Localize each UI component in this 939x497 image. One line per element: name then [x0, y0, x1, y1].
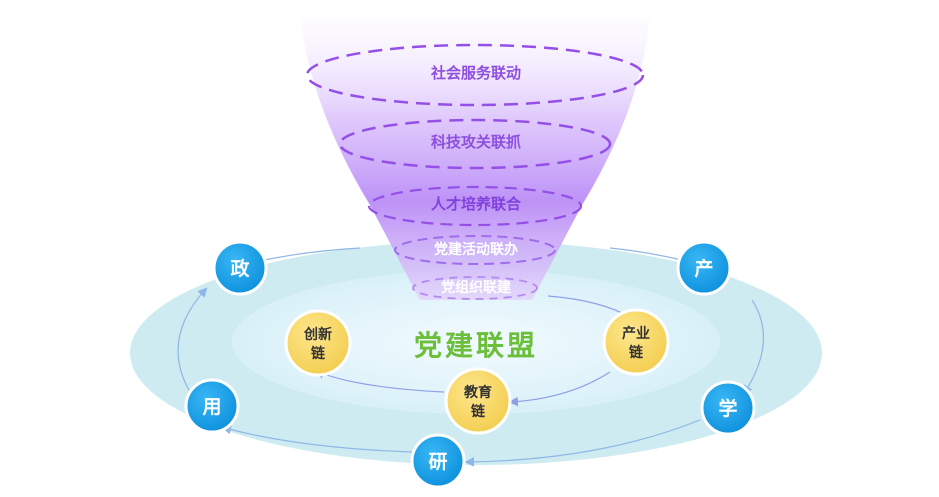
chain-chuangxin: 创新 链	[284, 309, 352, 377]
funnel-ring-5	[412, 276, 538, 300]
node-label: 产	[694, 257, 713, 280]
chain-label-line2: 链	[629, 344, 644, 361]
node-xue: 学	[700, 380, 756, 436]
outer-arrow-to-xue	[743, 299, 765, 396]
node-yan: 研	[410, 433, 466, 489]
chain-label-line1: 创新	[303, 326, 332, 343]
node-yong: 用	[184, 378, 240, 434]
chain-label-line1: 产业	[622, 325, 650, 342]
funnel-body	[300, 18, 650, 300]
funnel-layer-label: 党建活动联办	[434, 241, 518, 258]
inner-arrow-to-jiaoyu	[508, 371, 611, 407]
chain-jiaoyu: 教育 链	[444, 367, 512, 435]
funnel-layer-label: 党组织联建	[441, 279, 511, 296]
node-label: 学	[718, 397, 737, 420]
chain-chanye: 产业 链	[602, 308, 670, 376]
node-zheng: 政	[212, 240, 268, 296]
node-label: 用	[202, 396, 221, 418]
node-label: 研	[428, 451, 447, 473]
inner-disc	[232, 270, 720, 414]
chain-label-line2: 链	[471, 403, 486, 420]
funnel-ring-3	[367, 185, 583, 227]
funnel-ring-2	[338, 118, 612, 170]
funnel-layer-label: 科技攻关联抓	[431, 133, 521, 151]
funnel-ring-1	[305, 43, 645, 107]
chain-label-line1: 教育	[464, 384, 492, 401]
outer-arrow-to-yong	[221, 424, 413, 453]
center-title: 党建联盟	[414, 329, 538, 362]
funnel-ring-4	[394, 235, 556, 265]
outer-arrow-to-zheng-left	[177, 287, 208, 393]
chain-label-line2: 链	[311, 345, 326, 362]
funnel-layer-label: 社会服务联动	[430, 64, 521, 82]
node-label: 政	[230, 257, 250, 280]
node-chan: 产	[676, 240, 732, 296]
funnel-layer-label: 人才培养联合	[431, 195, 522, 213]
inner-arrow-to-chuangxin	[314, 369, 445, 393]
outer-arrow-to-yan	[464, 419, 701, 467]
